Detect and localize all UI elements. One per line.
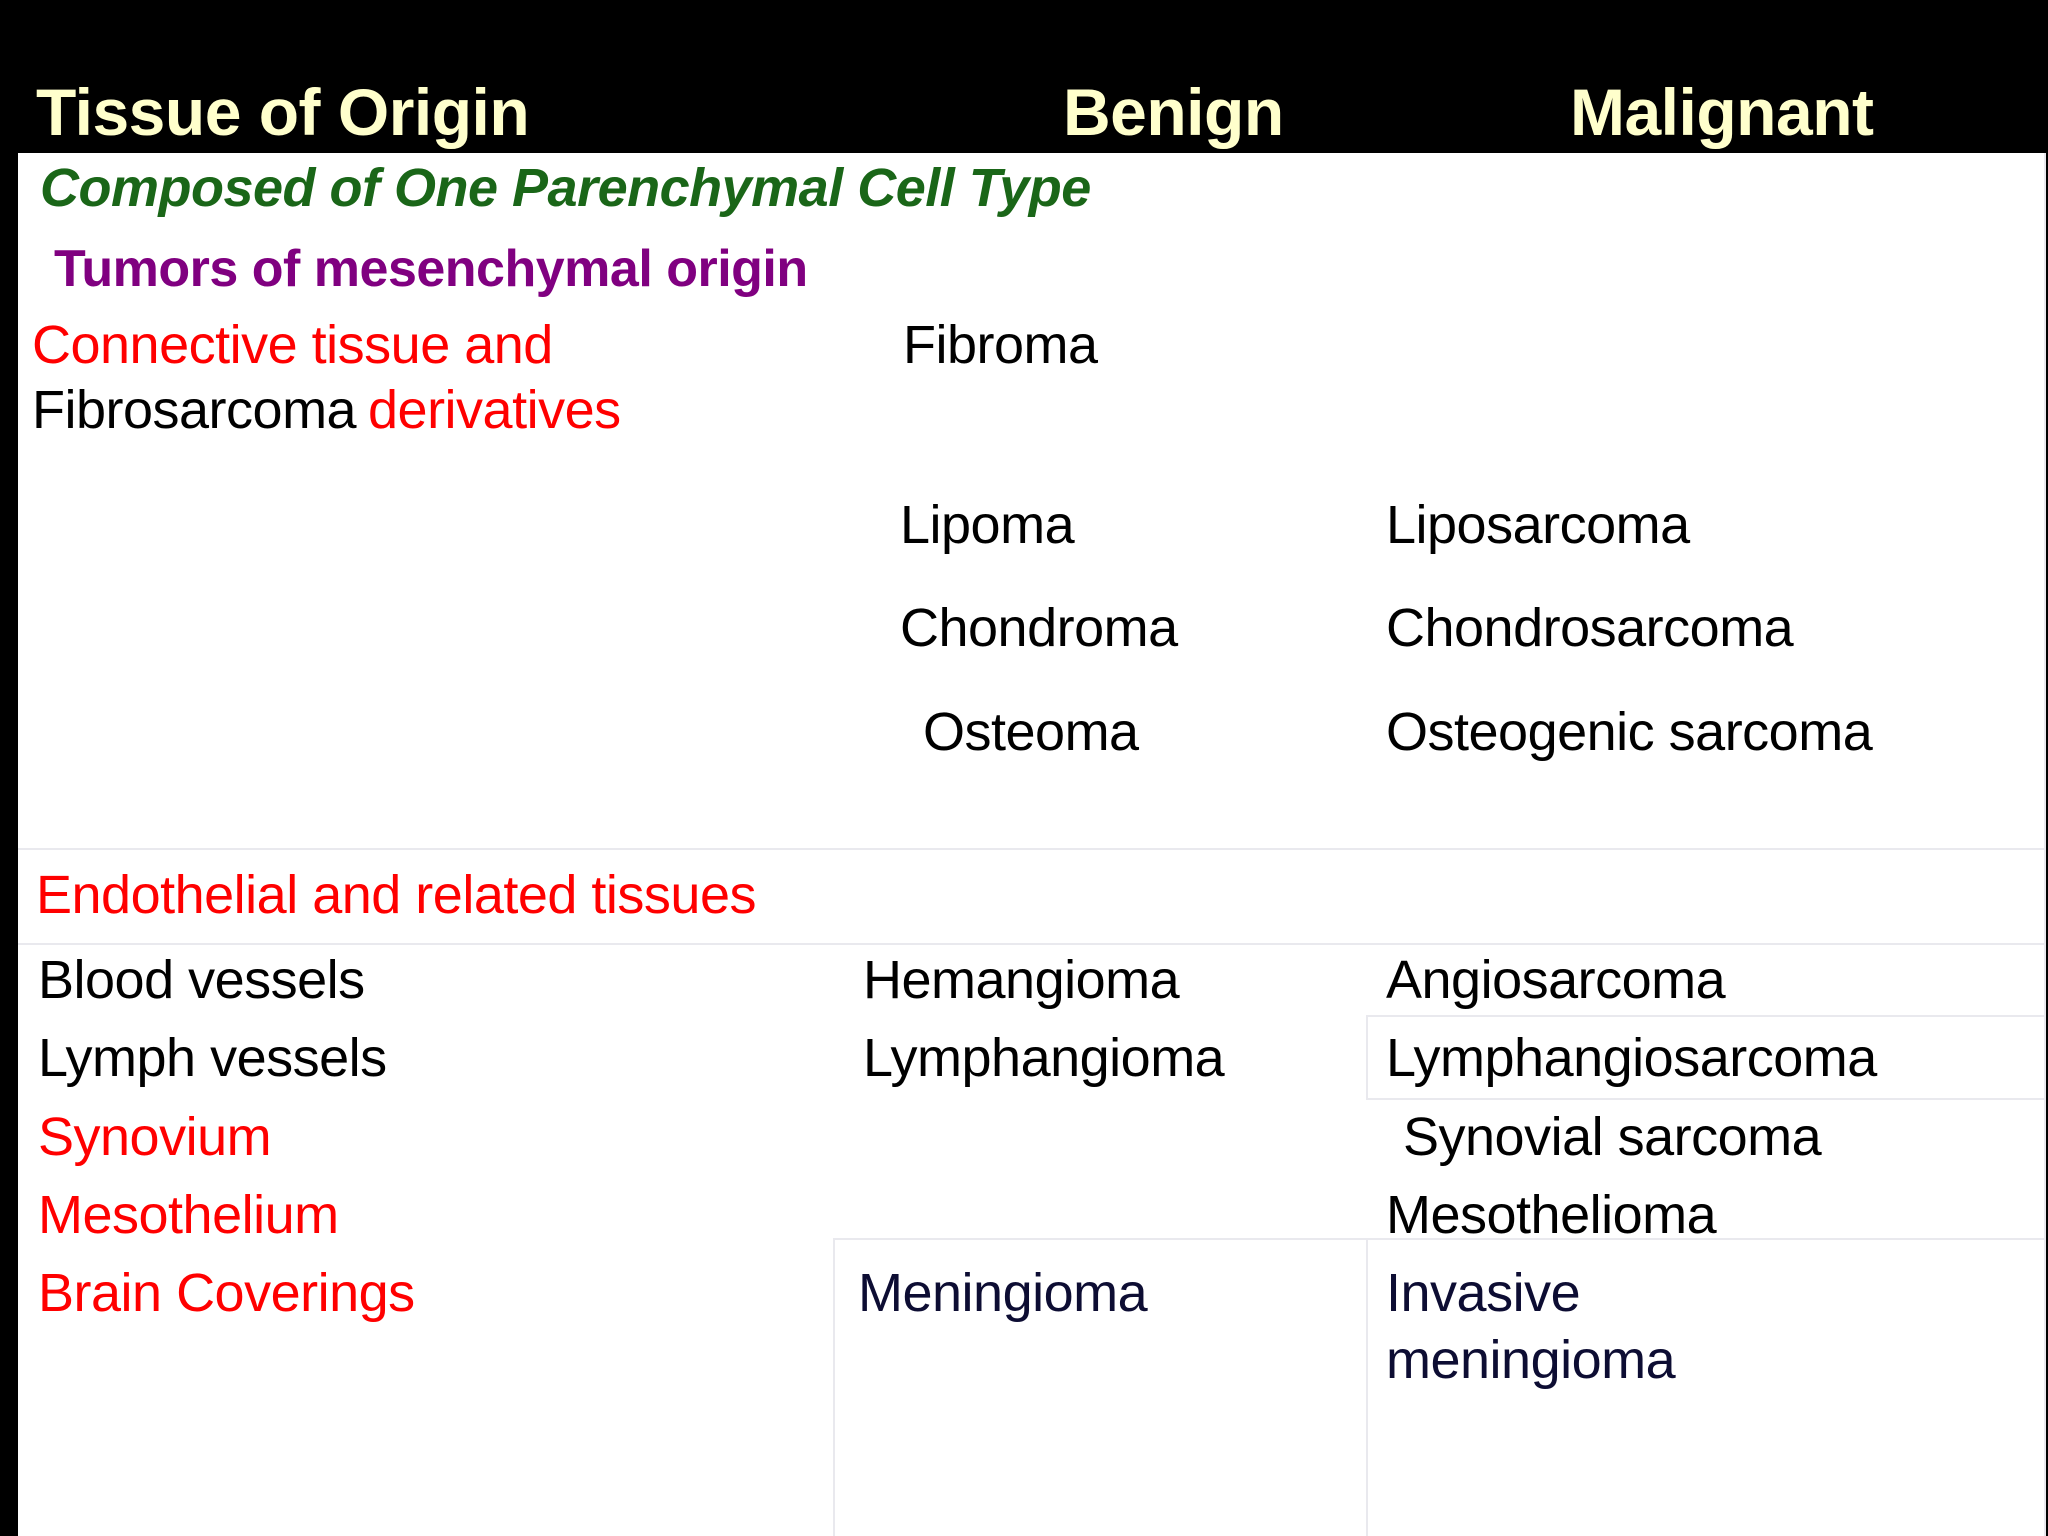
row-synovium-origin: Synovium: [38, 1107, 272, 1167]
row-lipo-benign: Lipoma: [900, 495, 1075, 555]
row-mesothelium-origin: Mesothelium: [38, 1185, 339, 1245]
row-lymph-benign: Lymphangioma: [863, 1028, 1225, 1088]
divider-lymph-cell-left: [1366, 1015, 1368, 1099]
row-lymph-malignant: Lymphangiosarcoma: [1386, 1028, 1877, 1088]
row-brain-origin: Brain Coverings: [38, 1263, 415, 1323]
column-header-tissue-of-origin: Tissue of Origin: [36, 75, 530, 149]
table-header-bar: Tissue of Origin Benign Malignant: [0, 0, 2048, 153]
row-blood-benign: Hemangioma: [863, 950, 1180, 1010]
row-chondro-malignant: Chondrosarcoma: [1386, 598, 1794, 658]
divider-endothelial-top: [18, 848, 2046, 850]
row-connective-origin-fibrosarcoma: Fibrosarcoma: [32, 380, 357, 440]
table-body: Composed of One Parenchymal Cell Type Tu…: [18, 153, 2046, 1536]
row-connective-benign: Fibroma: [903, 315, 1098, 375]
divider-brain-benign-left: [833, 1238, 835, 1536]
section-heading-composed-of-one-parenchymal-cell-type: Composed of One Parenchymal Cell Type: [40, 158, 1091, 218]
divider-lymph-cell-bottom: [1366, 1098, 2046, 1100]
row-osteo-malignant: Osteogenic sarcoma: [1386, 702, 1873, 762]
row-blood-malignant: Angiosarcoma: [1386, 950, 1726, 1010]
section-heading-tumors-of-mesenchymal-origin: Tumors of mesenchymal origin: [54, 240, 808, 298]
row-connective-origin-line1: Connective tissue and: [32, 315, 553, 375]
row-chondro-benign: Chondroma: [900, 598, 1178, 658]
row-lymph-origin: Lymph vessels: [38, 1028, 387, 1088]
divider-lymph-cell-top: [1366, 1015, 2046, 1017]
row-brain-malignant-line2: meningioma: [1386, 1330, 1676, 1390]
row-synovium-malignant: Synovial sarcoma: [1403, 1107, 1822, 1167]
row-brain-malignant-line1: Invasive: [1386, 1263, 1581, 1323]
column-header-malignant: Malignant: [1570, 75, 1874, 149]
row-blood-origin: Blood vessels: [38, 950, 365, 1010]
row-osteo-benign: Osteoma: [923, 702, 1139, 762]
divider-brain-row-top: [833, 1238, 2046, 1240]
divider-right-edge: [2044, 153, 2046, 1536]
row-lipo-malignant: Liposarcoma: [1386, 495, 1690, 555]
section-heading-endothelial-and-related-tissues: Endothelial and related tissues: [36, 865, 757, 925]
divider-endothelial-bottom: [18, 943, 2046, 945]
column-header-benign: Benign: [1063, 75, 1284, 149]
divider-brain-malignant-left: [1366, 1238, 1368, 1536]
row-connective-origin-derivatives: derivatives: [368, 380, 621, 440]
row-brain-benign: Meningioma: [858, 1263, 1148, 1323]
row-mesothelium-malignant: Mesothelioma: [1386, 1185, 1717, 1245]
